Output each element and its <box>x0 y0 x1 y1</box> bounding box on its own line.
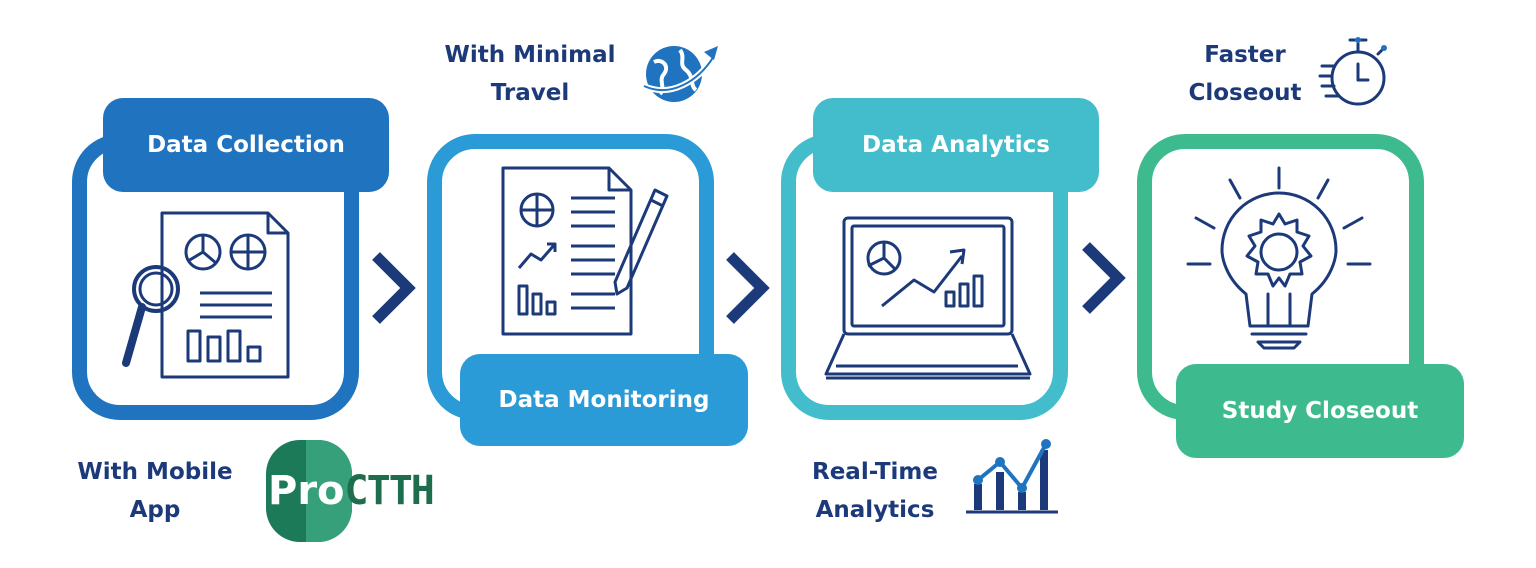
logo-badge-highlight <box>306 440 352 542</box>
chevron-right-icon <box>1082 242 1126 314</box>
note-faster-line1: Faster <box>1204 42 1286 68</box>
procttth-logo: ProCTTH <box>268 466 458 516</box>
logo-text-ctth: CTTH <box>344 468 435 514</box>
note-realtime-line2: Analytics <box>815 497 935 523</box>
stopwatch-icon <box>1318 37 1387 106</box>
note-realtime-line1: Real-Time <box>811 459 939 485</box>
globe-plane-icon <box>642 46 718 102</box>
note-mobile-line2: App <box>129 497 181 523</box>
lightbulb-gear-icon <box>1186 166 1372 350</box>
stage-label-data-collection: Data Collection <box>103 98 389 192</box>
chevron-right-icon <box>372 252 416 324</box>
rising-chart-icon <box>966 439 1058 514</box>
note-mobile-line1: With Mobile <box>77 459 233 485</box>
note-faster-line2: Closeout <box>1188 80 1302 106</box>
stage-label-study-closeout: Study Closeout <box>1176 364 1464 458</box>
report-pen-icon <box>501 166 669 336</box>
stage-label-data-monitoring: Data Monitoring <box>460 354 748 446</box>
chevron-right-icon <box>726 252 770 324</box>
note-real-time-analytics: Real-Time Analytics <box>790 453 960 529</box>
laptop-chart-icon <box>824 216 1032 380</box>
note-with-mobile-app: With Mobile App <box>60 453 250 529</box>
logo-text-pro: Pro <box>268 468 345 514</box>
note-travel-line1: With Minimal <box>444 42 616 68</box>
note-travel-line2: Travel <box>490 80 570 106</box>
note-faster-closeout: Faster Closeout <box>1170 36 1320 112</box>
stage-label-data-analytics: Data Analytics <box>813 98 1099 192</box>
document-magnifier-icon <box>122 211 290 379</box>
note-with-minimal-travel: With Minimal Travel <box>430 36 630 112</box>
